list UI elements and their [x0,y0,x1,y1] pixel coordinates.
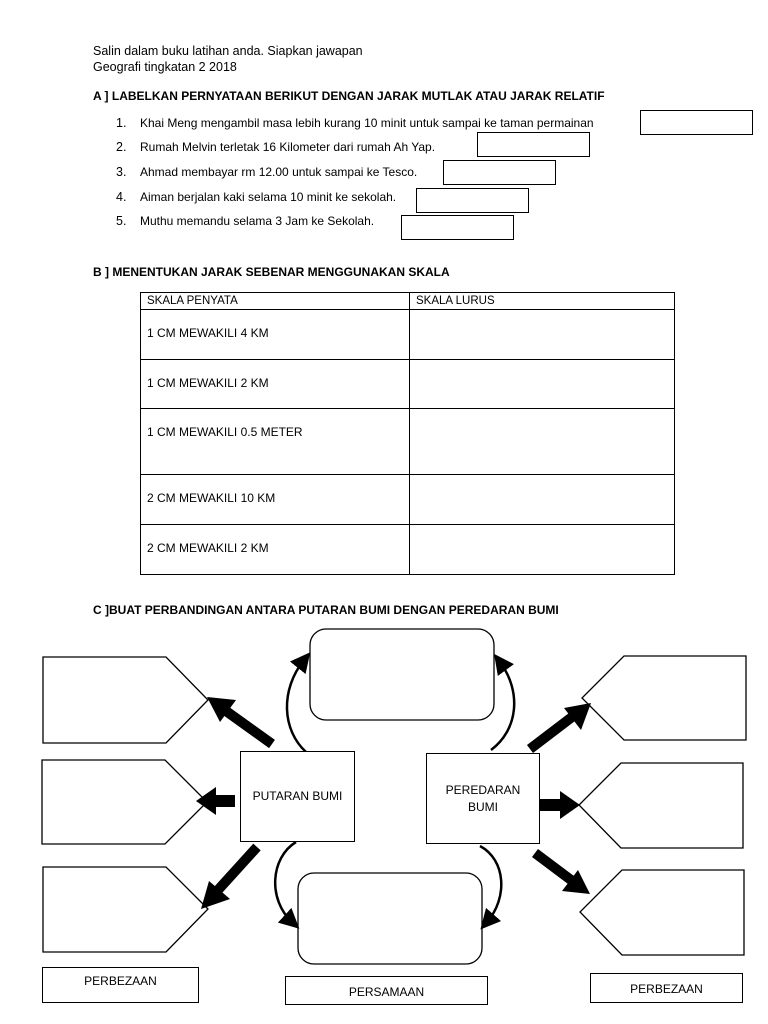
question-text: Aiman berjalan kaki selama 10 minit ke s… [140,190,397,204]
arrow-left-up [207,697,275,749]
question-text: Ahmad membayar rm 12.00 untuk sampai ke … [140,165,418,179]
peredaran-bumi-label-line2: BUMI [468,799,498,814]
putaran-bumi-label: PUTARAN BUMI [252,789,343,803]
label-persamaan-text: PERSAMAAN [348,985,425,999]
answer-pentagon-left-1[interactable] [42,656,209,744]
table-row: 2 CM MEWAKILI 10 KM [140,474,675,525]
scale-table: SKALA PENYATA SKALA LURUS 1 CM MEWAKILI … [140,292,675,575]
answer-box-3[interactable] [443,160,556,185]
answer-pentagon-right-2[interactable] [578,762,744,849]
question-text: Rumah Melvin terletak 16 Kilometer dari … [140,140,436,154]
answer-cell[interactable] [409,408,675,475]
section-b-title: B ] MENENTUKAN JARAK SEBENAR MENGGUNAKAN… [93,265,450,279]
arrow-left-down [201,843,261,909]
label-persamaan: PERSAMAAN [285,976,488,1005]
question-number: 4. [116,190,127,204]
table-cell: 1 CM MEWAKILI 0.5 METER [140,408,410,475]
label-perbezaan-right-text: PERBEZAAN [630,982,703,996]
answer-cell[interactable] [409,524,675,575]
question-number: 2. [116,140,127,154]
instruction-line: Salin dalam buku latihan anda. Siapkan j… [93,44,363,58]
label-perbezaan-left-text: PERBEZAAN [84,974,157,988]
label-perbezaan-left: PERBEZAAN [42,967,199,1003]
answer-box-bottom[interactable] [297,872,483,965]
curved-arrow-top-left [285,652,311,753]
arrow-left-mid [196,787,235,815]
curved-arrow-bottom-right [479,844,503,930]
curved-arrow-top-right [490,653,516,752]
answer-box-4[interactable] [416,188,529,213]
table-cell: 1 CM MEWAKILI 4 KM [140,309,410,360]
question-number: 3. [116,165,127,179]
table-row: 2 CM MEWAKILI 2 KM [140,524,675,575]
table-cell: 2 CM MEWAKILI 2 KM [140,524,410,575]
section-c-title: C ]BUAT PERBANDINGAN ANTARA PUTARAN BUMI… [93,603,559,617]
column-header: SKALA LURUS [409,292,675,310]
answer-box-top[interactable] [309,628,495,721]
answer-box-1[interactable] [640,110,753,135]
table-row: 1 CM MEWAKILI 4 KM [140,309,675,360]
section-a-title: A ] LABELKAN PERNYATAAN BERIKUT DENGAN J… [93,89,605,103]
answer-cell[interactable] [409,309,675,360]
subject-line: Geografi tingkatan 2 2018 [93,60,237,74]
answer-pentagon-right-3[interactable] [579,869,745,956]
label-perbezaan-right: PERBEZAAN [590,973,743,1003]
arrow-right-down [532,849,590,894]
arrow-right-mid [539,791,580,819]
arrow-right-up [526,703,591,753]
question-number: 5. [116,214,127,228]
answer-pentagon-left-3[interactable] [42,866,209,953]
answer-pentagon-left-2[interactable] [41,759,208,845]
curved-arrow-bottom-left [273,840,300,929]
table-cell: 1 CM MEWAKILI 2 KM [140,359,410,409]
table-header-row: SKALA PENYATA SKALA LURUS [140,292,675,310]
answer-box-2[interactable] [477,132,590,157]
question-text: Muthu memandu selama 3 Jam ke Sekolah. [140,214,375,228]
peredaran-bumi-label-line1: PEREDARAN [445,782,521,797]
answer-cell[interactable] [409,474,675,525]
table-row: 1 CM MEWAKILI 0.5 METER [140,408,675,475]
question-number: 1. [116,116,127,130]
answer-pentagon-right-1[interactable] [581,655,747,741]
question-text: Khai Meng mengambil masa lebih kurang 10… [140,116,594,130]
peredaran-bumi-box: PEREDARAN BUMI [426,753,540,844]
putaran-bumi-box: PUTARAN BUMI [240,751,355,842]
answer-box-5[interactable] [401,215,514,240]
table-cell: 2 CM MEWAKILI 10 KM [140,474,410,525]
table-row: 1 CM MEWAKILI 2 KM [140,359,675,409]
